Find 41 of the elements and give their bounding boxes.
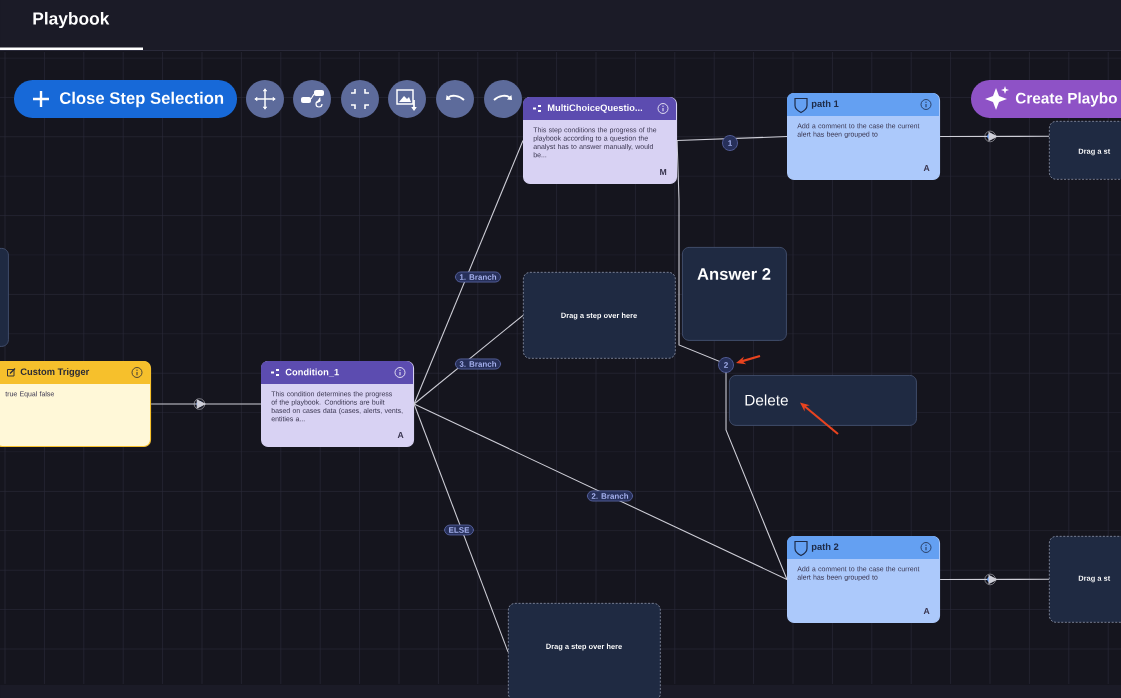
popup-text: Answer 2 xyxy=(697,268,771,280)
drop-zone xyxy=(523,272,676,359)
delete-popup xyxy=(729,375,917,426)
drop-zone xyxy=(1049,121,1121,180)
connector-line xyxy=(413,403,788,581)
mode-letter: A xyxy=(923,608,930,614)
step-card xyxy=(787,536,941,624)
arrow xyxy=(150,398,262,410)
edge-label: ELSE xyxy=(444,524,474,536)
create-button: Create Playbo xyxy=(971,80,1121,118)
step-card xyxy=(787,93,941,181)
card-title: path 1 xyxy=(811,100,839,109)
edge-label: 1 xyxy=(722,135,738,151)
card-title: MultiChoiceQuestio... xyxy=(547,104,643,113)
mode-letter: M xyxy=(660,169,667,175)
tab: Playbook xyxy=(0,11,143,50)
step-card xyxy=(0,361,152,448)
arrow xyxy=(939,573,1050,586)
connector-line xyxy=(676,136,788,142)
panel-box xyxy=(0,248,9,347)
card-title: Custom Trigger xyxy=(20,368,90,377)
edge-label: 3. Branch xyxy=(455,358,501,370)
arrow xyxy=(939,130,1050,143)
close-selection-button: Close Step Selection xyxy=(14,80,237,118)
step-card xyxy=(261,361,415,448)
card-title: path 2 xyxy=(811,543,839,552)
drop-zone xyxy=(1049,536,1121,623)
edge-label: 2 xyxy=(718,357,734,373)
mode-letter: A xyxy=(923,165,930,171)
edge-label: 2. Branch xyxy=(587,490,633,502)
drop-zone xyxy=(508,603,661,698)
step-card xyxy=(523,97,678,185)
mode-letter: A xyxy=(397,432,404,438)
tooltip-box xyxy=(682,247,787,341)
connector-line xyxy=(676,140,788,581)
connector-line xyxy=(413,403,509,653)
connector-line xyxy=(413,314,524,405)
popup-text: Delete xyxy=(745,394,788,406)
edge-label: 1. Branch xyxy=(455,271,501,283)
connector-line xyxy=(413,140,524,405)
card-title: Condition_1 xyxy=(285,368,339,377)
